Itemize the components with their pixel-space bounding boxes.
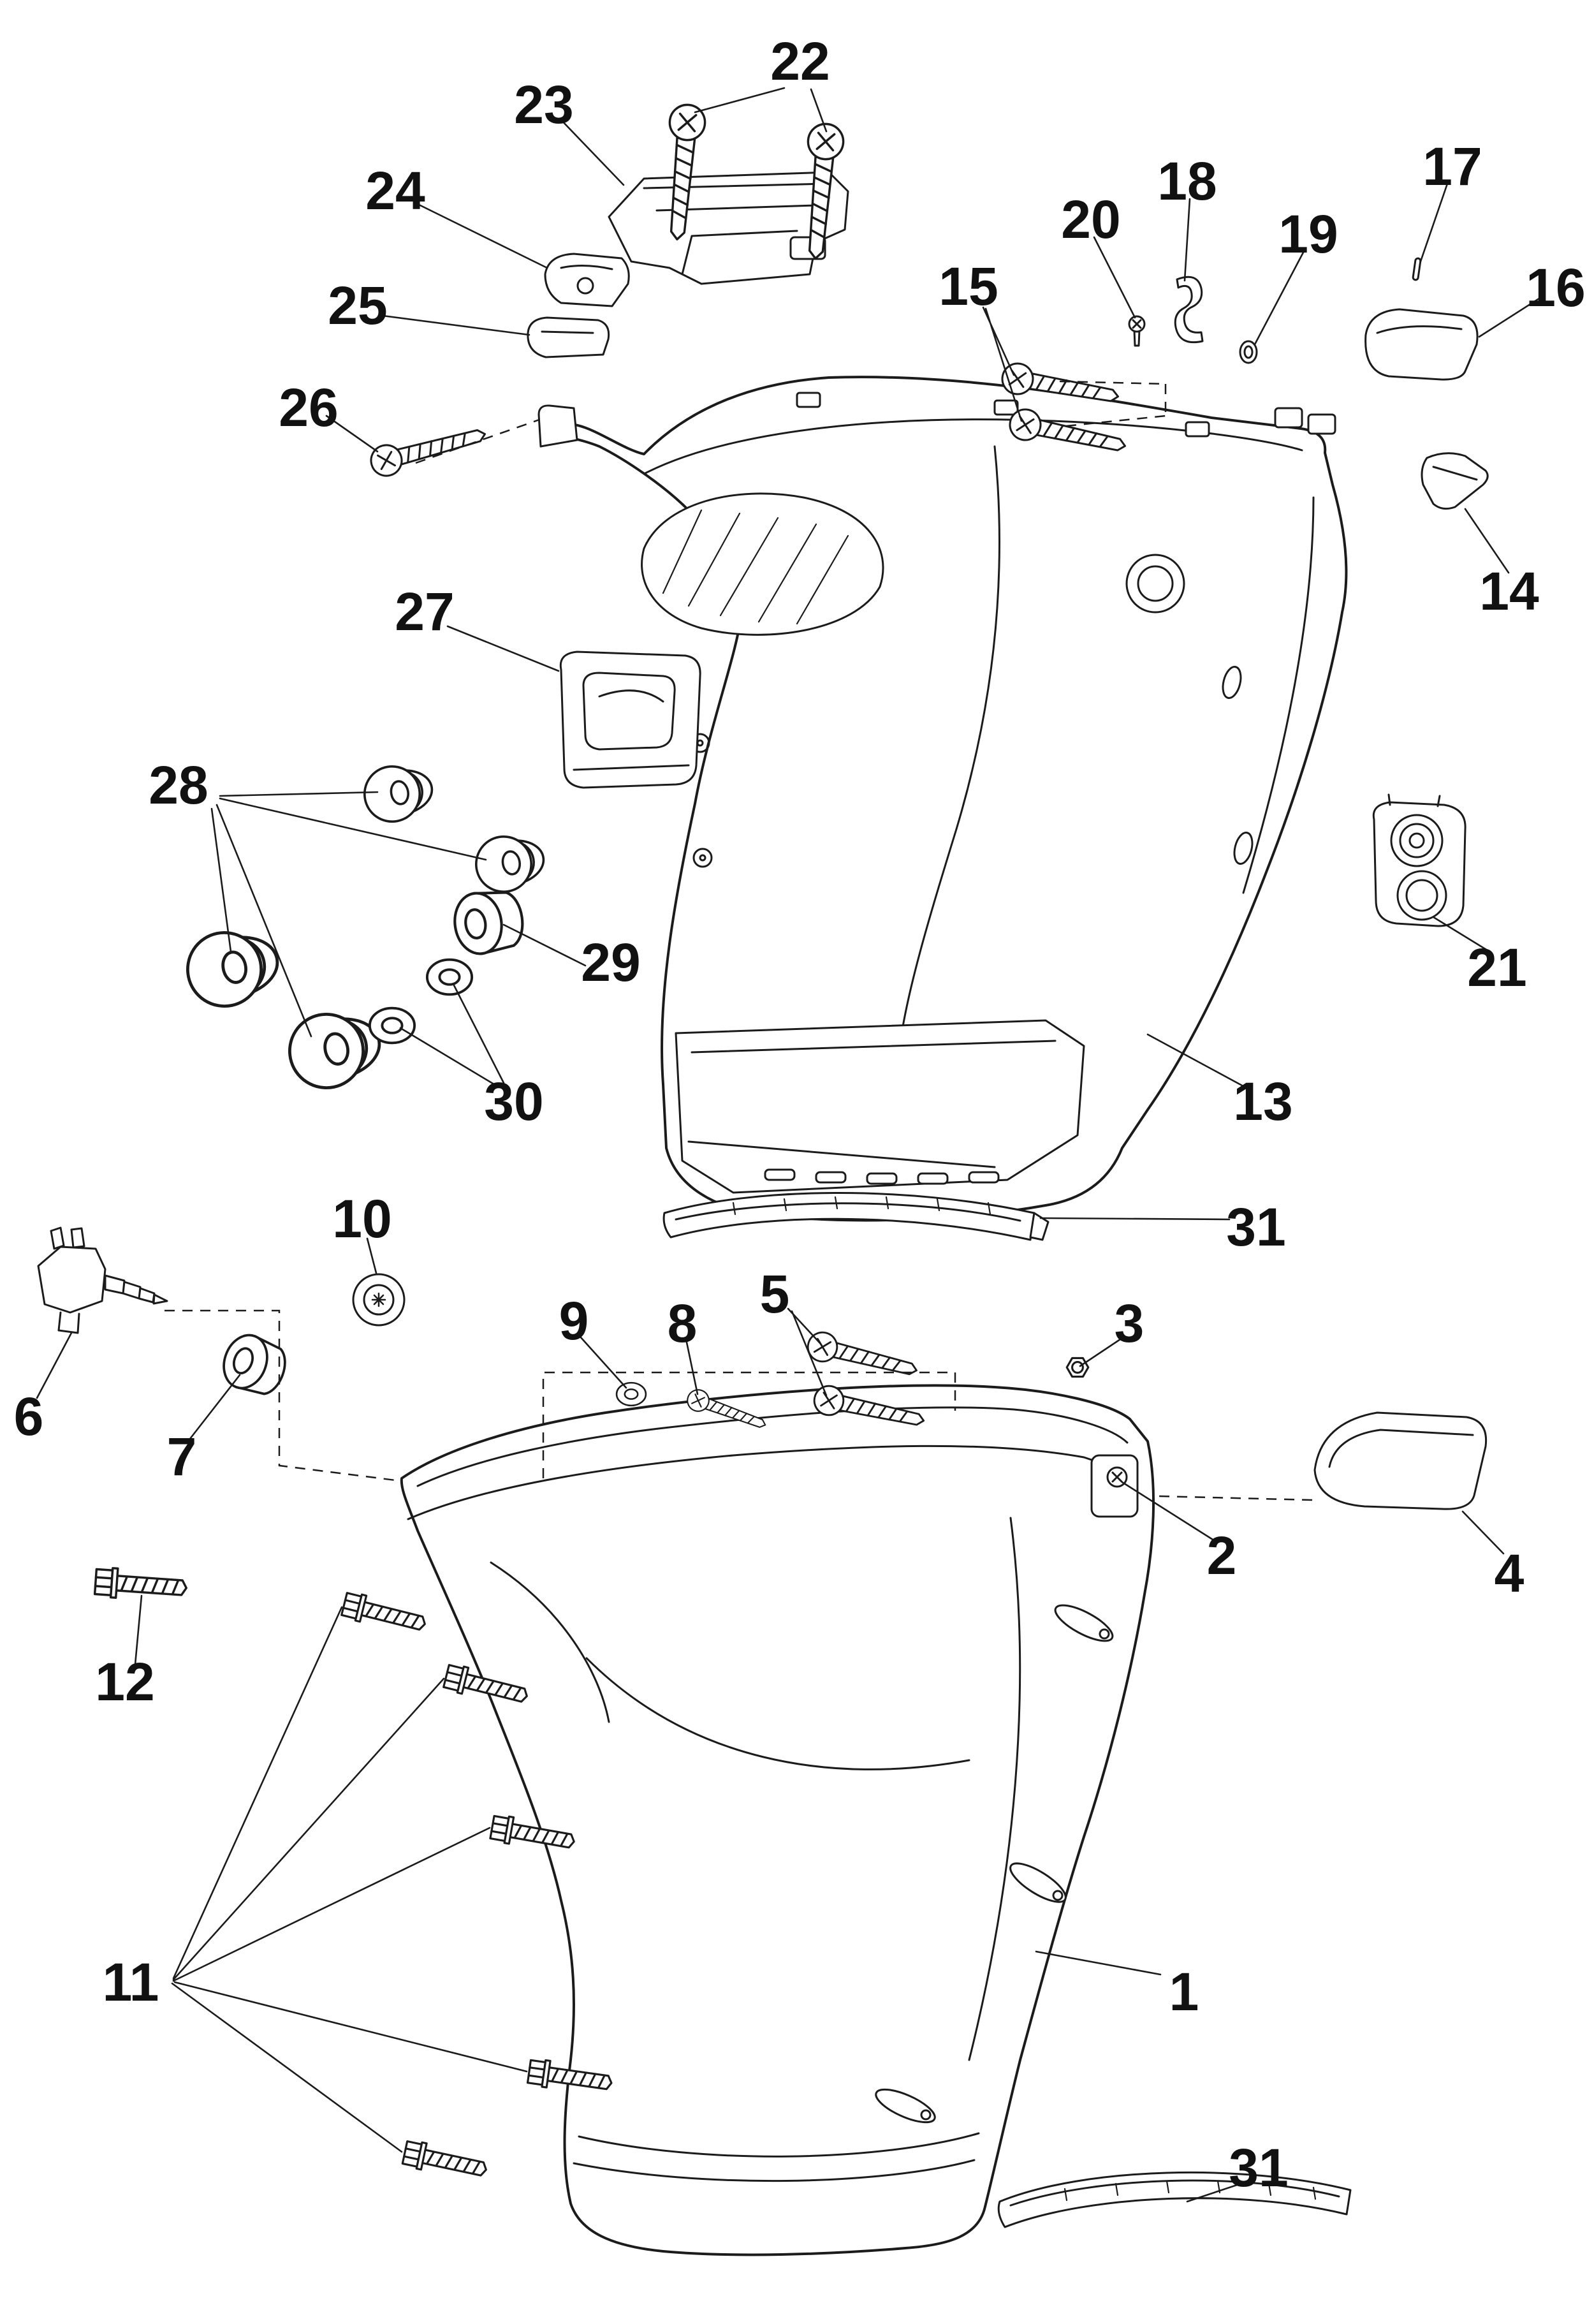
callout-15: 15	[939, 256, 998, 316]
callout-10: 10	[332, 1189, 391, 1249]
part-21-connector	[1372, 793, 1466, 927]
callout-19: 19	[1278, 204, 1338, 264]
callout-31-lower: 31	[1229, 2138, 1288, 2198]
part-31-upper-strip	[662, 1191, 1049, 1241]
bolt-11a	[340, 1590, 429, 1638]
callout-29: 29	[581, 932, 640, 992]
washer-30b	[368, 1006, 416, 1045]
callout-28: 28	[149, 755, 208, 815]
callout-7: 7	[167, 1427, 197, 1487]
parts-artwork	[37, 102, 1489, 2256]
callout-12: 12	[95, 1652, 154, 1712]
washer-9	[615, 1381, 647, 1407]
callout-17: 17	[1422, 136, 1482, 196]
alignment-dashed-lines	[165, 380, 1313, 1501]
nut-3	[1065, 1357, 1090, 1378]
callout-9: 9	[559, 1291, 589, 1351]
callout-20: 20	[1061, 189, 1120, 249]
callout-25: 25	[328, 276, 387, 335]
part-2-screw	[1106, 1466, 1128, 1488]
callout-26: 26	[279, 378, 338, 438]
callout-31-upper: 31	[1226, 1197, 1285, 1257]
part-31-lower-strip	[997, 2172, 1352, 2228]
grommet-28b	[471, 828, 550, 897]
callout-1: 1	[1169, 1962, 1199, 2022]
callout-3: 3	[1115, 1293, 1144, 1353]
callout-4: 4	[1495, 1543, 1525, 1603]
part-4-wedge-cover	[1313, 1411, 1488, 1510]
part-20-rivet	[1128, 315, 1146, 347]
part-17-pin	[1412, 257, 1422, 281]
callout-16: 16	[1526, 258, 1585, 318]
callout-23: 23	[514, 75, 573, 135]
leader-lines	[36, 87, 1540, 2203]
callout-6: 6	[14, 1386, 44, 1446]
bushing-29	[451, 887, 526, 957]
screw-26	[367, 418, 490, 480]
callout-22: 22	[770, 31, 830, 91]
part-1-lower-cover	[400, 1384, 1155, 2256]
part-24-latch	[544, 253, 630, 307]
grommet-28c	[181, 922, 284, 1013]
cap-10	[352, 1273, 406, 1327]
part-13-upper-cover	[537, 376, 1348, 1222]
callout-13: 13	[1233, 1071, 1292, 1131]
callout-30: 30	[484, 1071, 543, 1131]
washer-30a	[425, 958, 474, 996]
callout-27: 27	[395, 582, 454, 642]
part-18-hook	[1174, 276, 1204, 344]
part-14-wedge-pad	[1421, 452, 1489, 510]
callout-11: 11	[103, 1952, 159, 2012]
part-6-connector	[37, 1226, 168, 1334]
screw-5a	[803, 1328, 921, 1386]
bolt-11e	[401, 2138, 490, 2184]
callout-5: 5	[760, 1264, 790, 1324]
callout-21: 21	[1467, 938, 1526, 997]
callout-24: 24	[365, 161, 425, 221]
part-27-bracket	[559, 651, 701, 789]
part-16-cover-pad	[1364, 308, 1479, 381]
callout-2: 2	[1207, 1526, 1237, 1585]
callout-18: 18	[1157, 151, 1217, 211]
callout-8: 8	[668, 1293, 698, 1353]
callout-14: 14	[1479, 561, 1539, 621]
callout-labels: 22 23 24 25 26 15 20 18 19 17 16 14 27 2…	[14, 31, 1586, 2198]
part-25-keeper	[527, 316, 610, 358]
